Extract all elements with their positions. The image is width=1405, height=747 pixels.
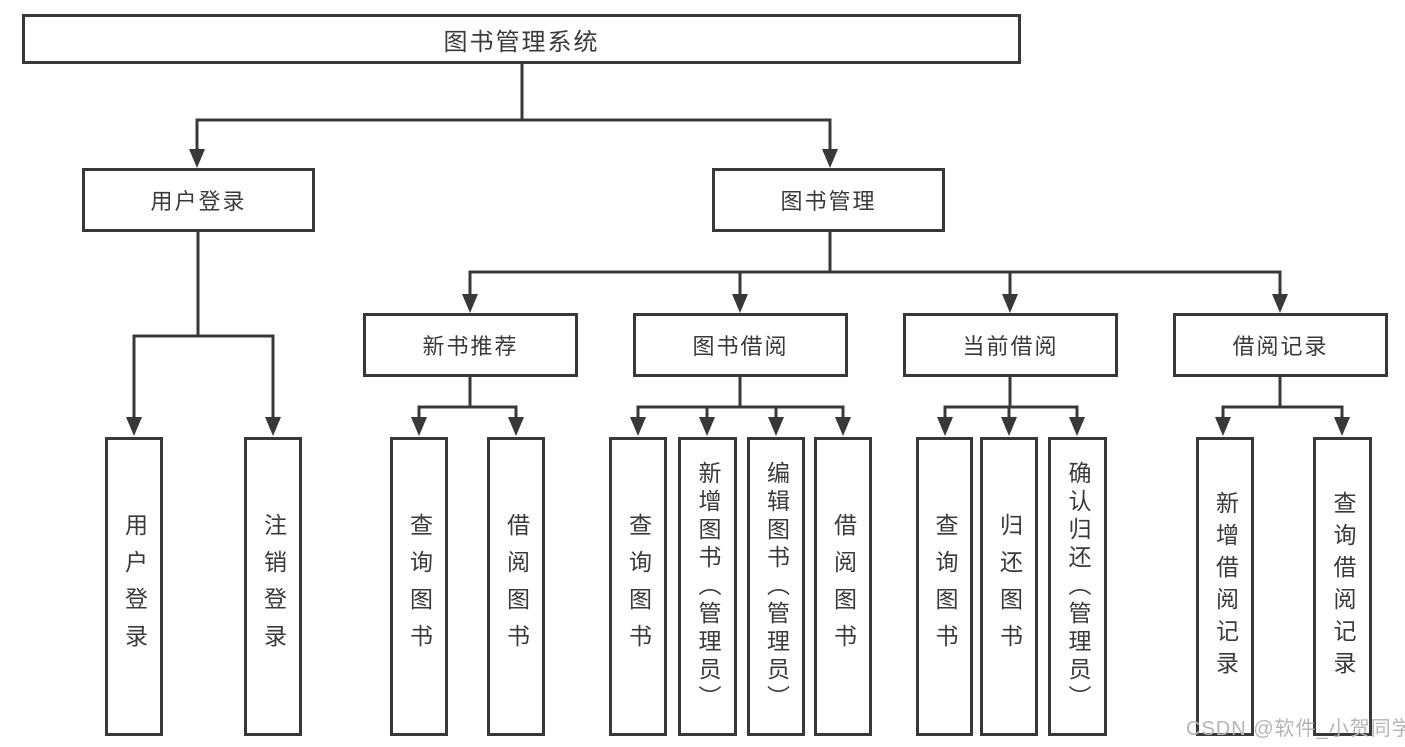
leaf-query-books-recommend: 查询图书 bbox=[390, 437, 448, 736]
node-label: 图书管理 bbox=[780, 189, 877, 214]
leaf-edit-books-admin: 编辑图书（管理员） bbox=[747, 437, 805, 736]
node-book-management: 图书管理 bbox=[712, 168, 945, 232]
leaf-borrow-books: 借阅图书 bbox=[814, 437, 872, 736]
leaf-confirm-return-admin: 确认归还（管理员） bbox=[1048, 437, 1107, 736]
node-new-book-recommend: 新书推荐 bbox=[363, 313, 578, 377]
leaf-label: 借阅图书 bbox=[503, 512, 530, 661]
leaf-label: 查询图书 bbox=[932, 512, 958, 661]
node-label: 借阅记录 bbox=[1232, 334, 1329, 359]
node-book-borrowing: 图书借阅 bbox=[633, 313, 848, 377]
leaf-label: 查询图书 bbox=[406, 512, 433, 661]
leaf-label: 借阅图书 bbox=[830, 512, 857, 661]
leaf-user-login: 用户登录 bbox=[105, 437, 163, 736]
leaf-query-books-borrow: 查询图书 bbox=[609, 437, 667, 736]
node-label: 当前借阅 bbox=[962, 334, 1059, 359]
node-label: 图书管理系统 bbox=[443, 28, 600, 56]
leaf-label: 查询借阅记录 bbox=[1330, 490, 1356, 683]
leaf-add-borrow-record: 新增借阅记录 bbox=[1196, 437, 1254, 736]
leaf-borrow-books-recommend: 借阅图书 bbox=[487, 437, 545, 736]
leaf-return-books: 归还图书 bbox=[980, 437, 1038, 736]
node-current-borrowing: 当前借阅 bbox=[903, 313, 1118, 377]
node-label: 图书借阅 bbox=[692, 334, 789, 359]
leaf-label: 查询图书 bbox=[625, 512, 652, 661]
leaf-add-books-admin: 新增图书（管理员） bbox=[678, 437, 737, 736]
leaf-label: 确认归还（管理员） bbox=[1065, 460, 1091, 713]
leaf-query-books-current: 查询图书 bbox=[916, 437, 973, 736]
leaf-query-borrow-record: 查询借阅记录 bbox=[1313, 437, 1372, 736]
node-borrowing-records: 借阅记录 bbox=[1173, 313, 1388, 377]
leaf-label: 注销登录 bbox=[260, 512, 287, 661]
leaf-label: 新增图书（管理员） bbox=[695, 460, 721, 713]
node-user-login: 用户登录 bbox=[82, 168, 315, 232]
node-label: 新书推荐 bbox=[422, 334, 519, 359]
leaf-label: 用户登录 bbox=[121, 512, 148, 661]
node-label: 用户登录 bbox=[150, 189, 247, 214]
leaf-label: 编辑图书（管理员） bbox=[763, 460, 790, 713]
leaf-label: 归还图书 bbox=[996, 512, 1023, 661]
leaf-label: 新增借阅记录 bbox=[1212, 490, 1239, 683]
leaf-logout: 注销登录 bbox=[244, 437, 302, 736]
node-root-system: 图书管理系统 bbox=[22, 14, 1021, 64]
watermark-text: CSDN @软件_小贺同学 bbox=[1186, 718, 1405, 740]
connector-path bbox=[132, 62, 1344, 422]
